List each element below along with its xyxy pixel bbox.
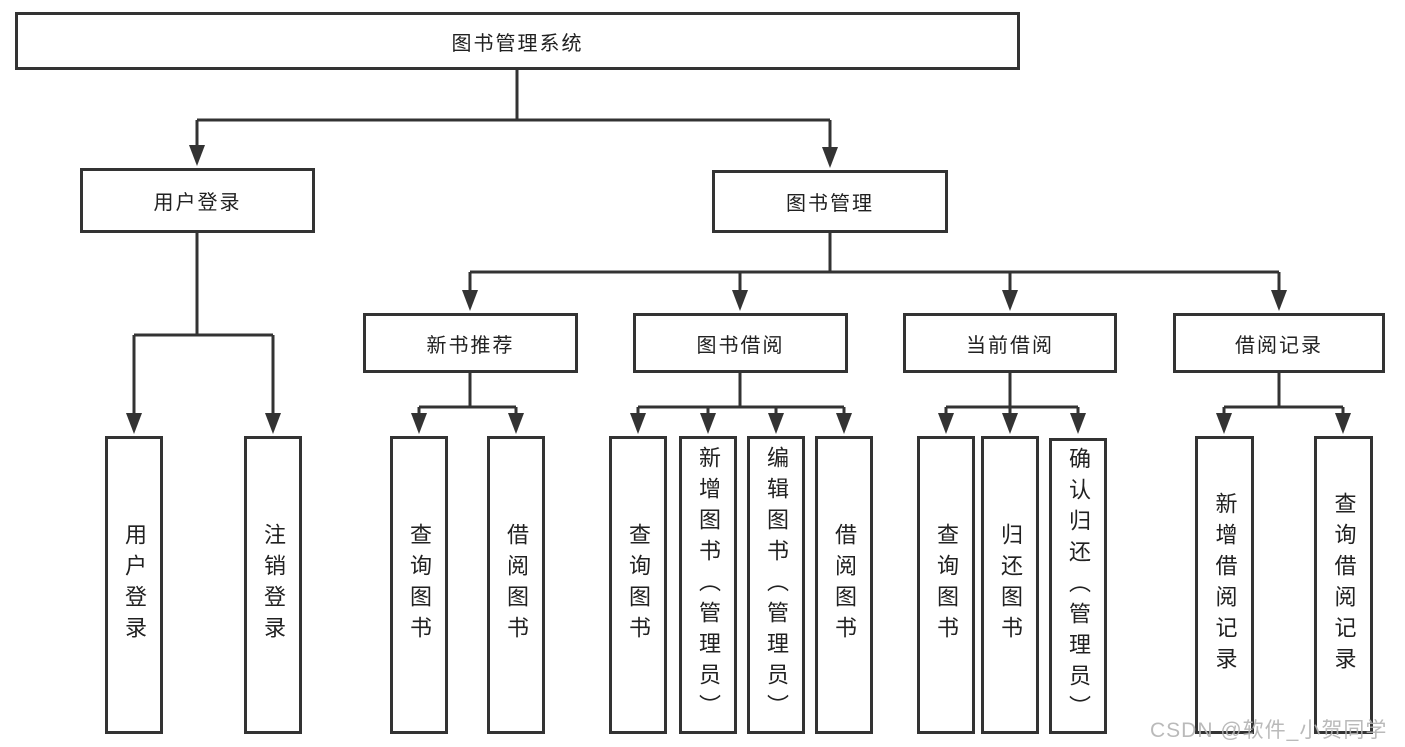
connector-new-book-rec-to-leaves (417, 373, 518, 418)
node-label: 用户登录 (122, 523, 147, 647)
node-label: 新增借阅记录 (1212, 492, 1238, 678)
arrowhead (411, 413, 427, 434)
leaf-confirm-return-admin: 确认归还（管理员） (1049, 438, 1107, 734)
csdn-watermark: CSDN @软件_小贺同学 (1150, 719, 1388, 742)
node-label: 编辑图书（管理员） (764, 445, 789, 725)
leaf-borrow-books-rec: 借阅图书 (487, 436, 545, 734)
node-label: 确认归还（管理员） (1066, 446, 1091, 726)
connector-borrow-record-to-leaves (1222, 373, 1345, 418)
arrowhead (1335, 413, 1351, 434)
arrowheads (126, 145, 1351, 434)
node-book-borrowing: 图书借阅 (633, 313, 848, 373)
leaf-query-books-rec: 查询图书 (390, 436, 448, 734)
node-label: 新书推荐 (426, 334, 515, 357)
arrowhead (630, 413, 646, 434)
leaf-logout: 注销登录 (244, 436, 302, 734)
node-label: 图书管理 (786, 193, 874, 215)
leaf-query-borrow-record: 查询借阅记录 (1314, 436, 1373, 734)
node-label: 借阅图书 (832, 523, 857, 647)
arrowhead (822, 147, 838, 168)
node-label: 注销登录 (261, 523, 286, 647)
connector-current-borrow-to-leaves (944, 373, 1080, 418)
node-label: 查询图书 (407, 523, 432, 647)
leaf-add-borrow-record: 新增借阅记录 (1195, 436, 1254, 734)
node-label: 借阅图书 (504, 523, 529, 647)
leaf-query-books-borrow: 查询图书 (609, 436, 667, 734)
arrowhead (189, 145, 205, 166)
arrowhead (508, 413, 524, 434)
leaf-edit-books-admin: 编辑图书（管理员） (747, 436, 805, 734)
node-label: 用户登录 (153, 192, 242, 214)
arrowhead (462, 290, 478, 311)
node-label: 归还图书 (998, 523, 1023, 647)
leaf-borrow-books: 借阅图书 (815, 436, 873, 734)
arrowhead (126, 413, 142, 434)
connector-root-to-level2 (195, 70, 832, 152)
node-label: 图书管理系统 (451, 32, 584, 55)
node-label: 查询图书 (934, 523, 959, 647)
leaf-add-books-admin: 新增图书（管理员） (679, 436, 737, 734)
node-label: 新增图书（管理员） (696, 445, 721, 725)
node-root-system: 图书管理系统 (15, 12, 1020, 70)
node-label: 查询图书 (626, 523, 651, 647)
arrowhead (1271, 290, 1287, 311)
arrowhead (265, 413, 281, 434)
arrowhead (938, 413, 954, 434)
leaf-user-login: 用户登录 (105, 436, 163, 734)
node-label: 借阅记录 (1235, 334, 1323, 357)
arrowhead (768, 413, 784, 434)
connector-book-mgmt-to-level3 (468, 233, 1281, 295)
arrowhead (1002, 413, 1018, 434)
node-label: 查询借阅记录 (1331, 492, 1357, 678)
arrowhead (1070, 413, 1086, 434)
node-book-management: 图书管理 (712, 170, 948, 233)
node-new-book-recommend: 新书推荐 (363, 313, 578, 373)
connector-book-borrow-to-leaves (636, 373, 846, 418)
leaf-query-books-current: 查询图书 (917, 436, 975, 734)
node-label: 当前借阅 (966, 334, 1054, 357)
arrowhead (836, 413, 852, 434)
arrowhead (700, 413, 716, 434)
node-borrowing-records: 借阅记录 (1173, 313, 1385, 373)
node-label: 图书借阅 (696, 334, 785, 357)
arrowhead (732, 290, 748, 311)
node-current-borrowing: 当前借阅 (903, 313, 1117, 373)
node-user-login: 用户登录 (80, 168, 315, 233)
arrowhead (1216, 413, 1232, 434)
connector-user-login-to-leaves (132, 233, 275, 418)
leaf-return-books: 归还图书 (981, 436, 1039, 734)
arrowhead (1002, 290, 1018, 311)
